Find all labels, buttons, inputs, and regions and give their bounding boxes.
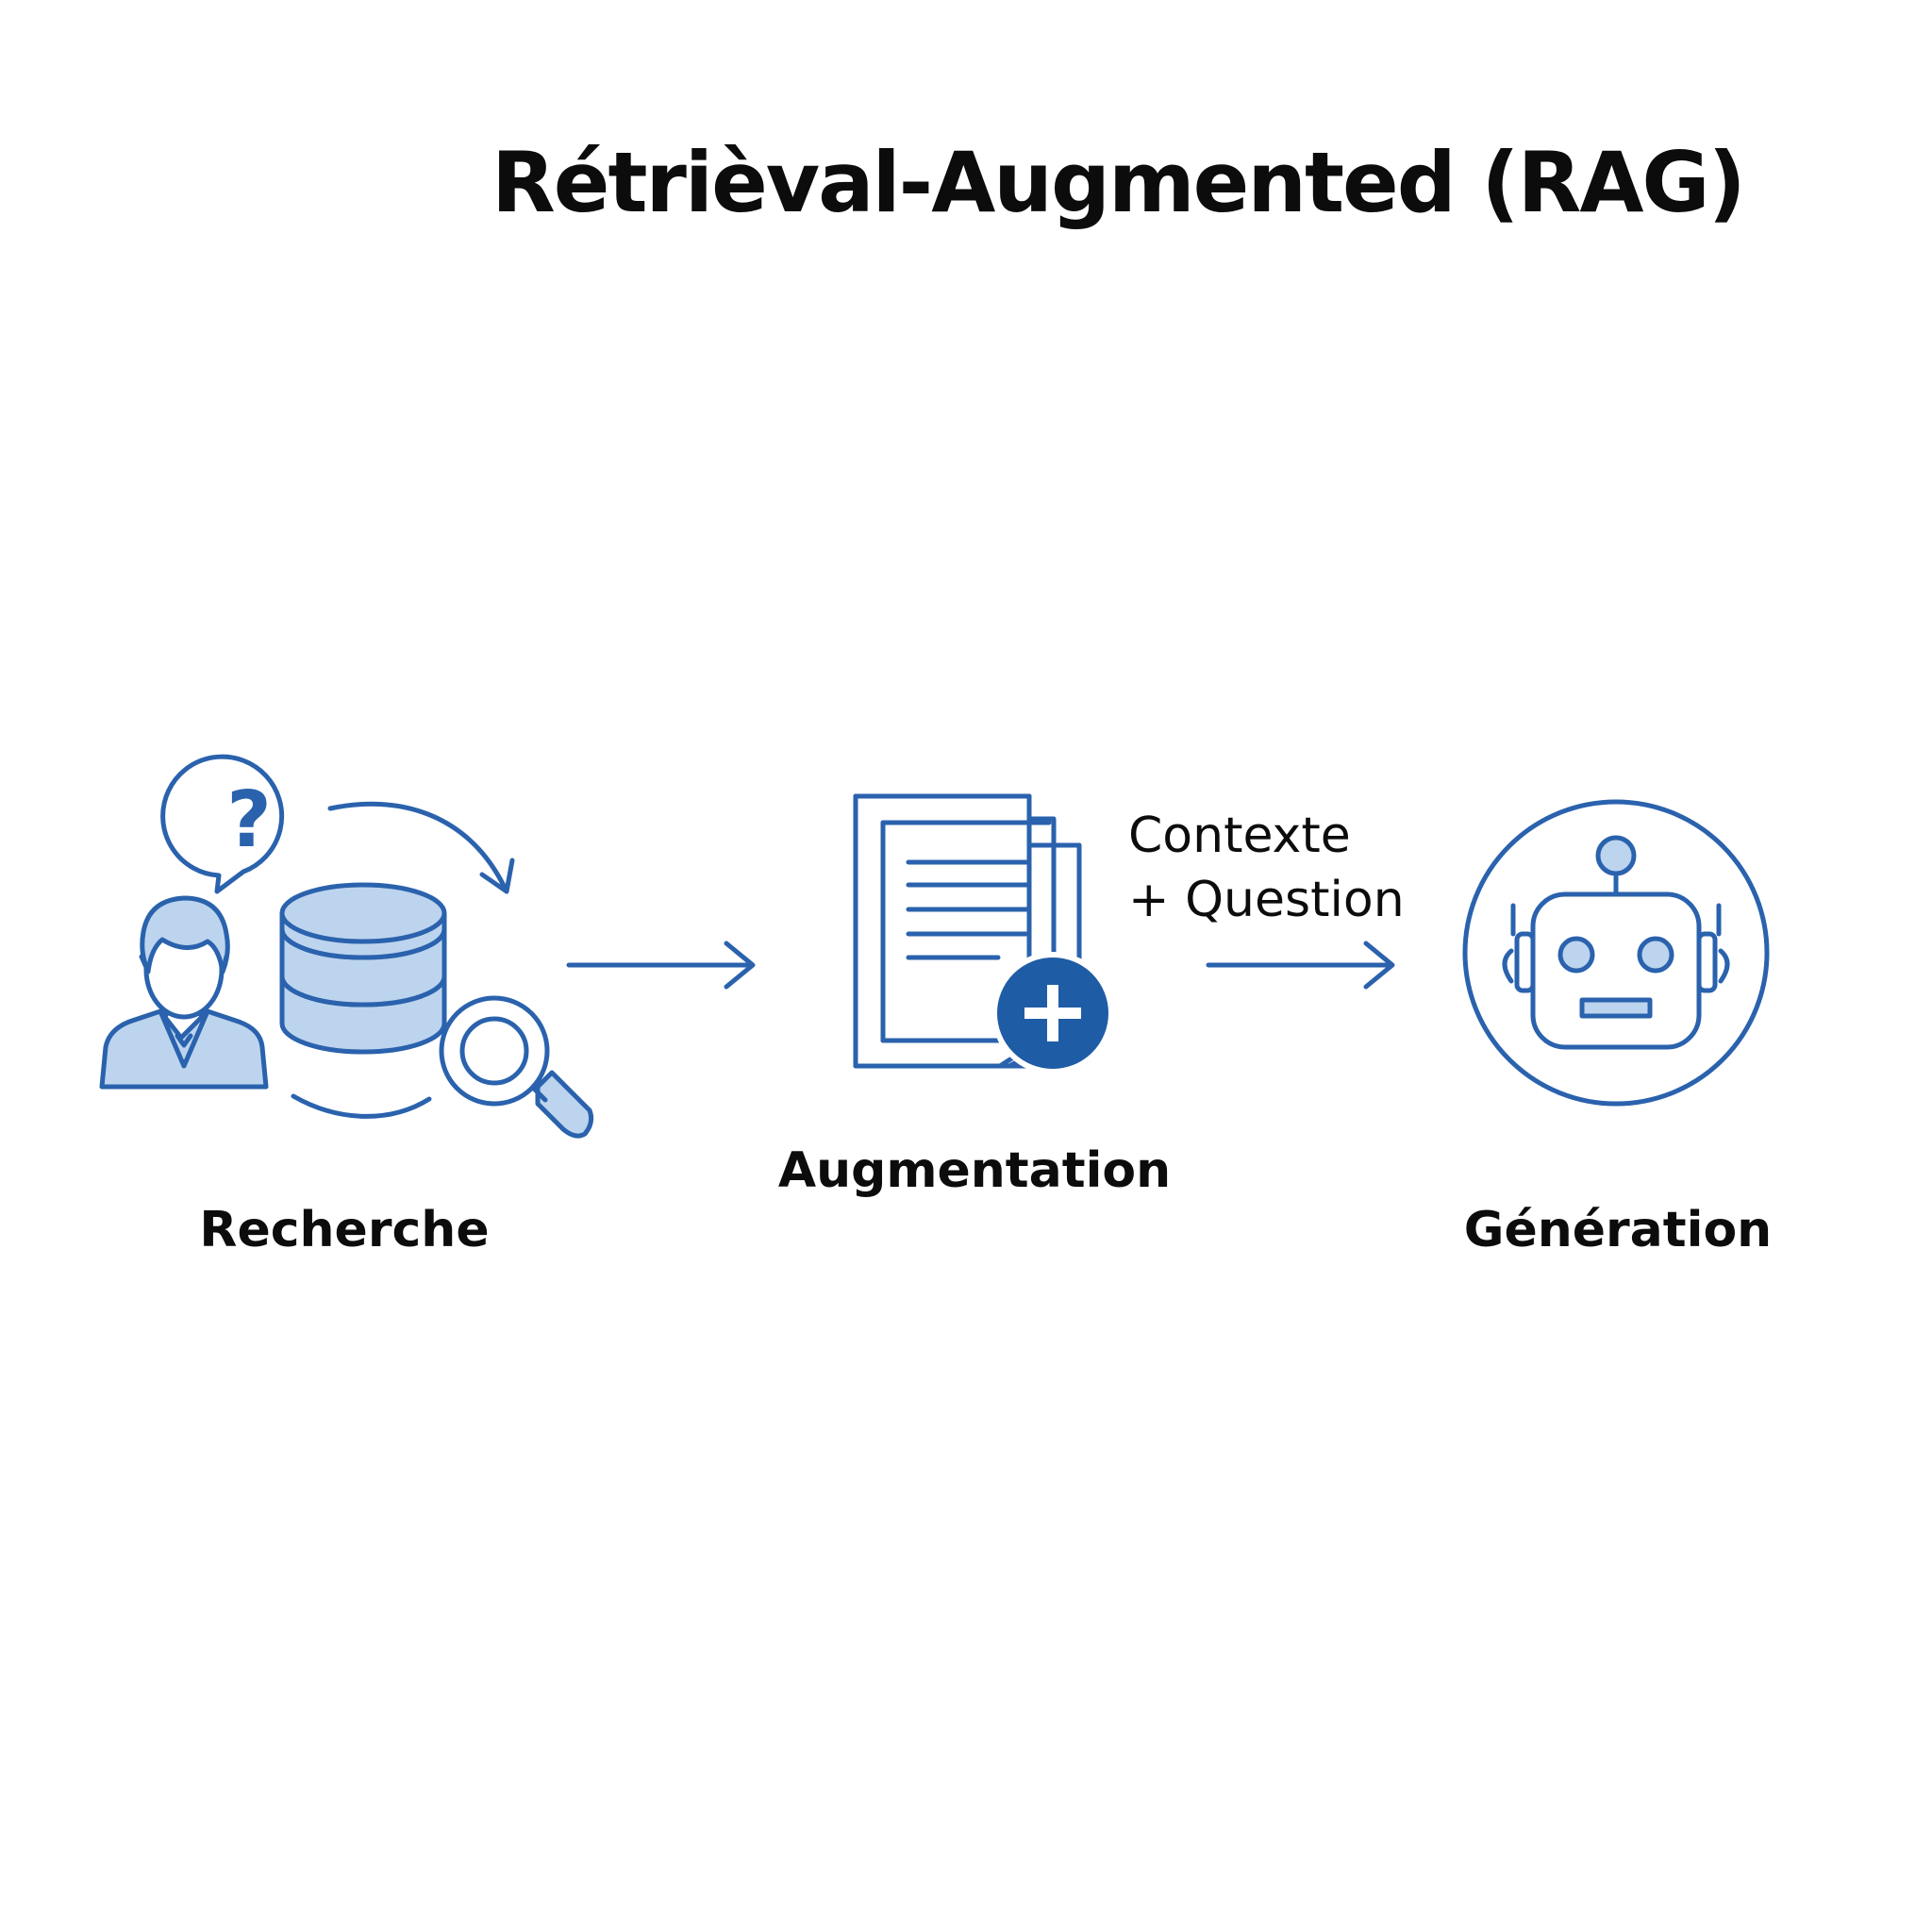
diagram-title: Rétrièval-Augmented (RAG) <box>491 134 1746 231</box>
plus-icon <box>991 952 1114 1074</box>
user-icon <box>99 895 269 1090</box>
robot-icon <box>1462 799 1770 1107</box>
arrow-augmentation-to-generation <box>1206 941 1395 990</box>
cycle-arrow-bottom <box>291 1093 432 1119</box>
database-icon <box>279 882 447 1055</box>
flow-label-context: Contexte <box>1128 808 1351 864</box>
arrow-recherche-to-augmentation <box>566 941 756 990</box>
stage-label-generation: Génération <box>1463 1202 1773 1258</box>
cycle-arrow-top <box>327 801 515 894</box>
question-bubble-icon: ? <box>160 754 285 894</box>
flow-label-question: + Question <box>1128 872 1405 928</box>
svg-text:?: ? <box>226 775 272 865</box>
recherche-illustration: ? <box>99 754 594 1139</box>
stage-label-recherche: Recherche <box>199 1202 490 1258</box>
flow-label: Contexte + Question <box>1128 804 1405 932</box>
stage-label-augmentation: Augmentation <box>777 1142 1172 1199</box>
magnifier-icon <box>439 995 594 1139</box>
